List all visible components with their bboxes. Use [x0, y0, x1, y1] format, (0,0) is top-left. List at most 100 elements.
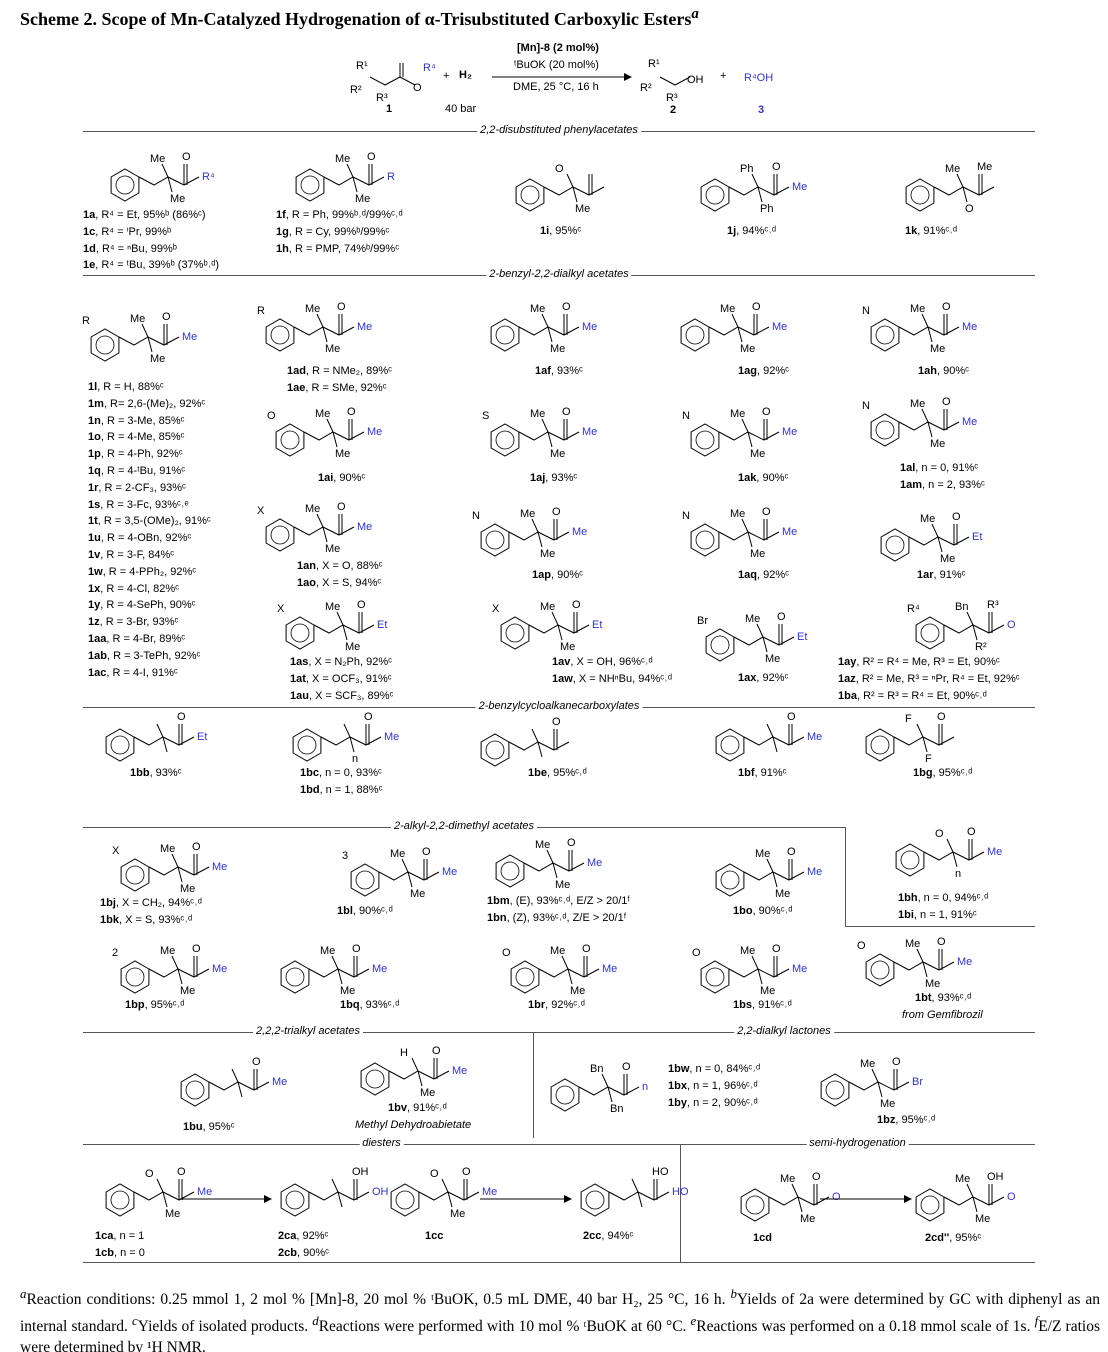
section-benzylcycloalkane: 2-benzylcycloalkanecarboxylates [83, 700, 1035, 712]
atom-label: Me [335, 448, 350, 460]
compound-id: 1ac [88, 666, 107, 679]
atom-label: O [762, 406, 771, 418]
compound-label: 1f, R = Ph, 99%ᵇ˒ᵈ/99%ᶜ˒ᵈ [276, 207, 403, 224]
compound-yield: , 91%ᶜ˒ᵈ [917, 225, 958, 237]
compound-label-group: 1ar, 91%ᶜ [917, 567, 966, 584]
atom-label: O [462, 1166, 471, 1178]
compound-yield: , n = 1, 96%ᶜ˒ᵈ [686, 1079, 758, 1092]
aromatic-ring [710, 635, 730, 655]
alpha-bond [871, 1068, 879, 1083]
atom-label: Me [792, 181, 807, 193]
atom-label: Et [972, 531, 982, 543]
atom-label: Me [730, 508, 745, 520]
aromatic-ring [115, 175, 135, 195]
compound-yield: , 92%ᶜ [756, 569, 789, 581]
compound-id: 1e [83, 259, 96, 272]
atom-label: O [967, 826, 976, 838]
compound-label: 1k, 91%ᶜ˒ᵈ [905, 223, 957, 240]
compound-id: 1br [528, 999, 546, 1011]
compound-id: 1ai [318, 472, 334, 484]
ring-bond [690, 523, 720, 557]
compound-label: 1by, n = 2, 90%ᶜ˒ᵈ [668, 1095, 760, 1112]
atom-label: O [364, 711, 373, 723]
alpha-bond [946, 838, 954, 853]
atom-label: Me [575, 203, 590, 215]
divider [845, 926, 1035, 927]
atom-label: O [832, 1191, 841, 1203]
compound-yield: , X = SCF₃, 89%ᶜ [308, 689, 394, 702]
atom-label: Et [592, 619, 602, 631]
atom-label: Me [582, 426, 597, 438]
compound-label: 1bi, n = 1, 91%ᶜ [898, 907, 988, 924]
compound-label: 2cb, 90%ᶜ [278, 1245, 329, 1262]
compound-id: 1d [83, 242, 96, 255]
alpha-bond [411, 1057, 419, 1072]
compound-label: 1bg, 95%ᶜ˒ᵈ [913, 765, 972, 782]
ring-bond [280, 1183, 310, 1217]
atom-label: Me [807, 866, 822, 878]
compound-id: 1t [88, 515, 98, 528]
compound-id: 1k [905, 225, 918, 237]
compound-label: 1x, R = 4-Cl, 82%ᶜ [88, 581, 211, 598]
atom-label: Me [160, 843, 175, 855]
footnote-text: Reactions was performed on a 0.18 mmol s… [696, 1318, 1035, 1336]
atom-label: Me [782, 426, 797, 438]
footnote-mark: e [690, 1313, 697, 1329]
alpha-bond [631, 1178, 639, 1193]
ring-bond [390, 1183, 420, 1217]
compound-label: 1bm, (E), 93%ᶜ˒ᵈ, E/Z > 20/1ᶠ [487, 893, 630, 910]
atom-label: O [552, 716, 561, 728]
alpha-bond [551, 611, 559, 626]
atom-label: Et [797, 631, 807, 643]
aromatic-ring [485, 530, 505, 550]
section-lactones: 2,2-dialkyl lactones [533, 1025, 1035, 1037]
compound-yield: , 95%ᶜ [949, 1232, 982, 1244]
title-text: Scheme 2. Scope of Mn-Catalyzed Hydrogen… [20, 9, 692, 29]
compound-yield: , R = 4-Cl, 82%ᶜ [100, 582, 180, 595]
aromatic-ring [395, 1190, 415, 1210]
compound-id: 1aa [88, 632, 107, 645]
atom-label: O [777, 611, 786, 623]
compound-yield: , 93%ᶜ [149, 767, 182, 779]
atom-label: Me [540, 548, 555, 560]
atom-label: H [400, 1047, 408, 1059]
compound-id: 1l [88, 381, 98, 393]
atom-label: Me [587, 857, 602, 869]
compound-id: 1am [900, 478, 923, 491]
compound-id: 1o [88, 431, 101, 444]
r3-label: R³ [376, 92, 388, 104]
compound-label: 2cd'', 95%ᶜ [925, 1230, 981, 1247]
compound-label: 1m, R= 2,6-(Me)₂, 92%ᶜ [88, 396, 211, 413]
compound-label: 1j, 94%ᶜ˒ᵈ [727, 223, 776, 240]
atom-label: N [682, 510, 690, 522]
compound-label: 1af, 93%ᶜ [535, 363, 583, 380]
alpha-bond [772, 871, 778, 888]
alpha-bond [346, 163, 354, 178]
aromatic-ring [520, 185, 540, 205]
compound-label-group: 2cd'', 95%ᶜ [925, 1230, 981, 1247]
ring-bond [690, 423, 720, 457]
atom-label: Me [775, 888, 790, 900]
atom-label: O [812, 1171, 821, 1183]
compound-yield: , 94%ᶜ [601, 1230, 634, 1242]
atom-label: Me [860, 1058, 875, 1070]
atom-label: Me [325, 343, 340, 355]
compound-label: 1bl, 90%ᶜ˒ᵈ [337, 903, 393, 920]
atom-label: Me [150, 353, 165, 365]
alpha-bond [401, 858, 409, 873]
compound-yield: , n = 1, 88%ᶜ [319, 783, 383, 796]
ring-bond [105, 1183, 135, 1217]
compound-label: 1y, R = 4-SePh, 90%ᶜ [88, 597, 211, 614]
section-label: 2,2-disubstituted phenylacetates [477, 124, 641, 136]
compound-id: 1z [88, 616, 100, 629]
aromatic-ring [495, 430, 515, 450]
atom-label: Me [170, 193, 185, 205]
atom-label: Bn [590, 1063, 603, 1075]
